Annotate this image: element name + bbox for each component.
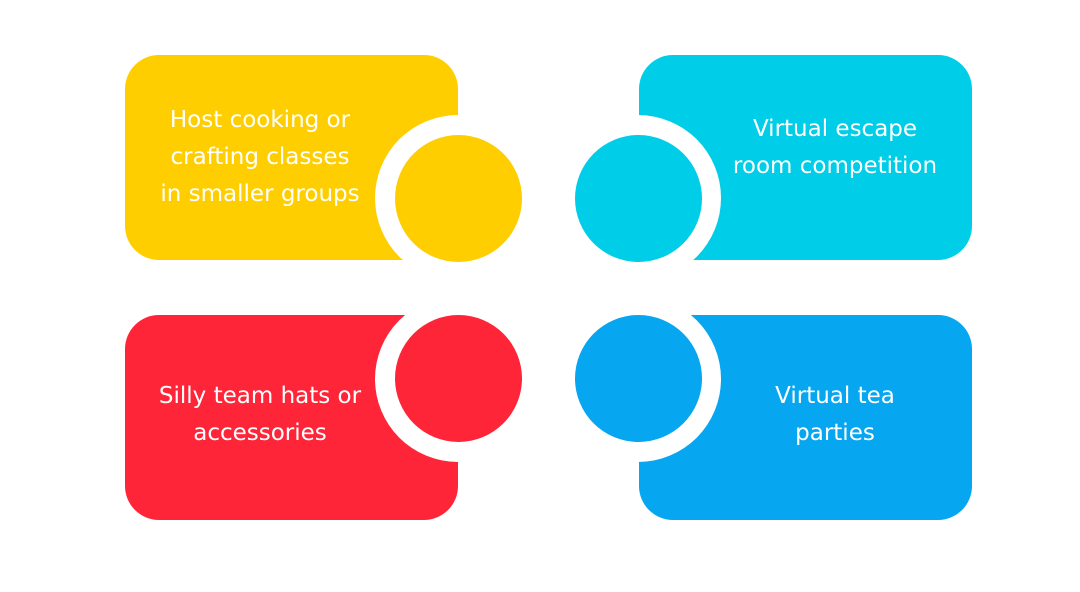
card-bottom-left-text: Silly team hats or accessories [158, 383, 362, 446]
card-bottom-right-text: Virtual tea parties [775, 383, 895, 446]
card-top-right-text: Virtual escape room competition [732, 116, 938, 179]
circle-top-left [395, 135, 522, 262]
card-top-left-text: Host cooking or crafting classes in smal… [160, 107, 360, 207]
circle-top-right [575, 135, 702, 262]
circle-bottom-left [395, 315, 522, 442]
circle-bottom-right [575, 315, 702, 442]
